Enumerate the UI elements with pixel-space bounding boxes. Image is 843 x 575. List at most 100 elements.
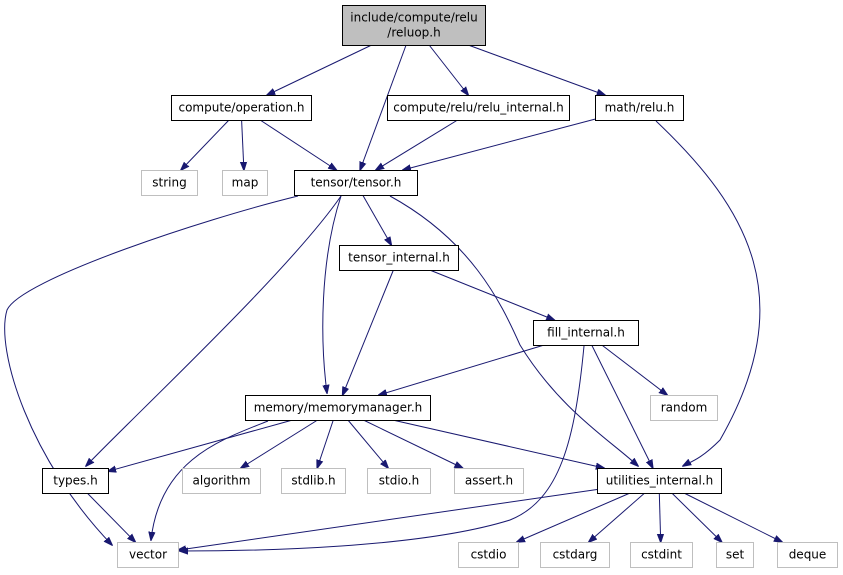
node-label: deque [789,548,827,562]
node-memorymanager[interactable]: memory/memorymanager.h [245,395,431,421]
edge-operation-to-map [242,119,244,170]
edge-utilities-internal-to-set [671,492,722,542]
node-label: compute/relu/relu_internal.h [393,101,563,115]
edge-utilities-internal-to-deque [683,492,782,542]
edge-utilities-internal-to-cstdio [517,492,631,542]
edge-root-to-math-relu [468,44,605,95]
node-box [42,468,109,494]
edge-tensor-to-utilities-internal [389,195,638,466]
node-stdlib: stdlib.h [281,468,346,494]
edge-tensor-to-vector [4,195,299,545]
edge-root-to-operation [267,44,372,95]
edge-tensor-internal-to-fill-internal [429,269,555,320]
node-box [342,5,486,46]
node-types[interactable]: types.h [42,468,109,494]
edge-tensor-to-tensor-internal [362,194,392,245]
edge-relu-internal-to-tensor [376,119,458,170]
edge-root-to-relu-internal [428,44,468,95]
node-box [777,542,838,568]
node-stdio: stdio.h [367,468,431,494]
node-box [245,395,431,421]
edge-types-to-vector [86,492,135,542]
node-box [222,170,268,196]
edge-memorymanager-to-vector [151,420,269,540]
edge-fill-internal-to-random [601,344,667,395]
node-set: set [716,542,754,568]
node-vector: vector [117,542,179,568]
node-box [597,468,722,494]
node-box [339,245,459,271]
edge-fill-internal-to-vector [180,345,585,551]
node-algorithm: algorithm [182,468,261,494]
node-math-relu[interactable]: math/relu.h [595,95,684,121]
node-box [540,542,610,568]
node-label: /reluop.h [387,26,440,40]
edge-utilities-internal-to-cstdarg [589,492,646,542]
node-box [595,95,684,121]
node-label: include/compute/relu [350,11,478,25]
node-operation[interactable]: compute/operation.h [171,95,312,121]
edges-layer [4,44,782,551]
edge-root-to-tensor [360,44,407,170]
edge-memorymanager-to-algorithm [241,419,318,468]
edge-memorymanager-to-utilities-internal [392,419,604,468]
edge-memorymanager-to-assert [363,419,462,468]
node-label: random [661,401,708,415]
node-box [716,542,754,568]
nodes-layer: include/compute/relu/reluop.h compute/ope… [42,5,838,568]
node-cstdint: cstdint [630,542,693,568]
edge-memorymanager-to-stdio [347,419,388,468]
node-box [294,170,418,196]
node-label: cstdarg [553,548,598,562]
node-box [171,95,312,121]
node-label: cstdio [471,548,507,562]
node-utilities-internal[interactable]: utilities_internal.h [597,468,722,494]
node-label: tensor_internal.h [348,251,450,265]
edge-utilities-internal-to-cstdint [659,492,660,542]
node-root[interactable]: include/compute/relu/reluop.h [342,5,486,46]
node-tensor-internal[interactable]: tensor_internal.h [339,245,459,271]
edge-tensor-to-memorymanager [323,195,342,393]
node-label: string [152,176,186,190]
node-label: math/relu.h [605,101,675,115]
node-tensor[interactable]: tensor/tensor.h [294,170,418,196]
edge-math-relu-to-tensor [403,118,596,170]
node-random: random [650,395,718,421]
node-box [281,468,346,494]
node-box [387,95,570,121]
edge-operation-to-tensor [259,119,336,170]
edge-memorymanager-to-types [108,419,293,471]
node-box [458,542,519,568]
node-label: set [726,548,745,562]
edge-operation-to-string [181,119,230,170]
node-box [454,468,524,494]
edge-tensor-internal-to-memorymanager [343,269,394,395]
node-label: cstdint [641,548,682,562]
node-label: assert.h [465,474,513,488]
node-label: vector [129,548,167,562]
edge-fill-internal-to-utilities-internal [591,344,653,468]
node-map: map [222,170,268,196]
node-cstdio: cstdio [458,542,519,568]
node-box [533,320,639,346]
node-label: stdio.h [379,474,419,488]
node-box [141,170,198,196]
node-label: algorithm [193,474,251,488]
node-label: types.h [53,474,97,488]
node-label: tensor/tensor.h [311,176,402,190]
node-box [630,542,693,568]
node-box [182,468,261,494]
node-box [367,468,431,494]
edge-utilities-internal-to-vector [178,489,598,551]
edge-math-relu-to-utilities-internal [655,120,761,466]
node-assert: assert.h [454,468,524,494]
node-label: compute/operation.h [178,101,304,115]
node-box [650,395,718,421]
node-label: fill_internal.h [547,326,625,340]
node-relu-internal[interactable]: compute/relu/relu_internal.h [387,95,570,121]
node-fill-internal[interactable]: fill_internal.h [533,320,639,346]
node-label: memory/memorymanager.h [254,401,423,415]
edge-fill-internal-to-memorymanager [379,344,545,395]
edge-memorymanager-to-stdlib [317,419,334,468]
